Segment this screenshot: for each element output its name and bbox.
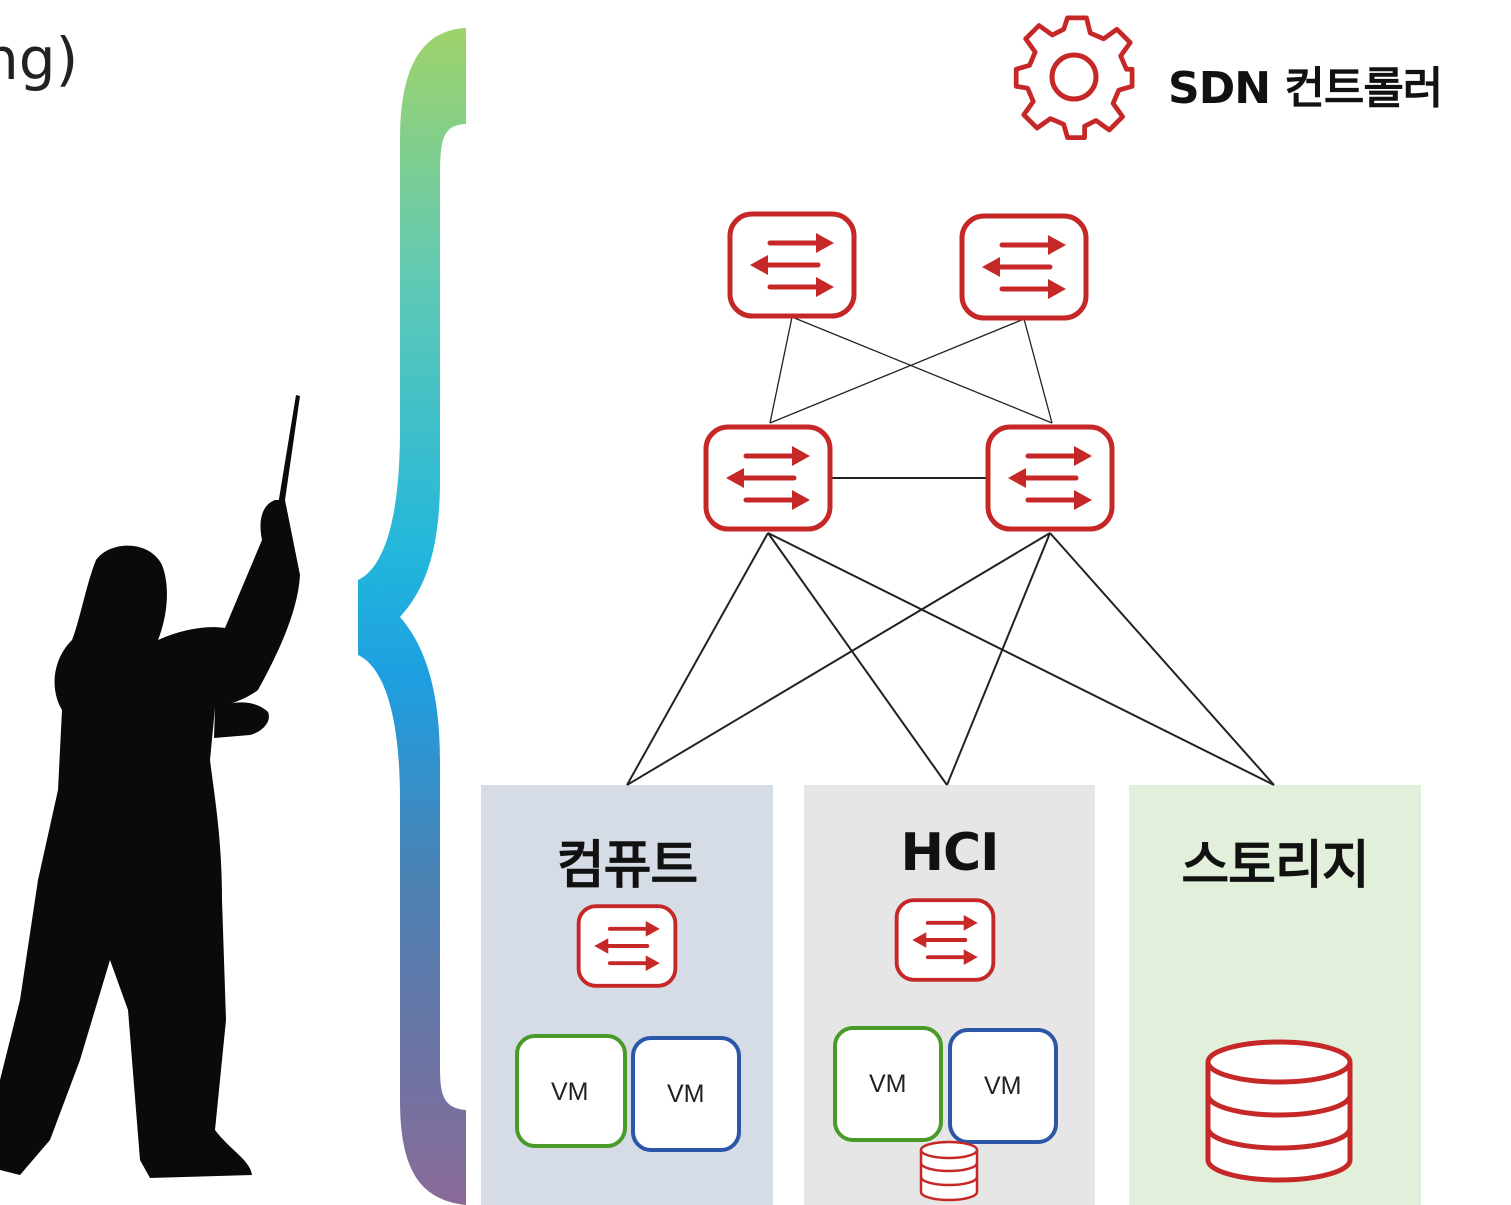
curly-brace: [358, 28, 466, 1205]
compute-vm-right-label: VM: [667, 1080, 705, 1108]
leaf-switch-2: [988, 427, 1112, 529]
storage-title: 스토리지: [1181, 836, 1369, 896]
hci-title: HCI: [900, 823, 999, 883]
cropped-text-line-2: ): [0, 160, 3, 218]
compute-vm-left-label: VM: [551, 1078, 589, 1106]
connection-lines: [769, 316, 1053, 424]
hci-database-icon: [919, 1140, 979, 1202]
hci-vm-right-label: VM: [984, 1072, 1022, 1100]
compute-switch: [576, 904, 678, 988]
storage-panel: 스토리지: [1129, 785, 1421, 1205]
compute-vm-blue: [631, 1036, 741, 1152]
compute-vm-green: [515, 1034, 627, 1148]
spine-switch-1: [730, 214, 854, 316]
spine-switch-2: [962, 216, 1086, 318]
gear-icon: [1013, 15, 1135, 140]
storage-database-icon: [1205, 1039, 1353, 1183]
conductor-silhouette: [0, 395, 300, 1178]
connection-lines-lower: [626, 477, 1275, 786]
hci-vm-green: [833, 1026, 943, 1142]
hci-vm-blue: [948, 1028, 1058, 1144]
sdn-controller-label: SDN 컨트롤러: [1168, 63, 1443, 114]
compute-title: 컴퓨트: [556, 836, 699, 896]
cropped-text-line-1: ng): [0, 25, 79, 93]
hci-vm-left-label: VM: [869, 1070, 907, 1098]
leaf-switch-1: [706, 427, 830, 529]
hci-switch: [894, 898, 996, 982]
